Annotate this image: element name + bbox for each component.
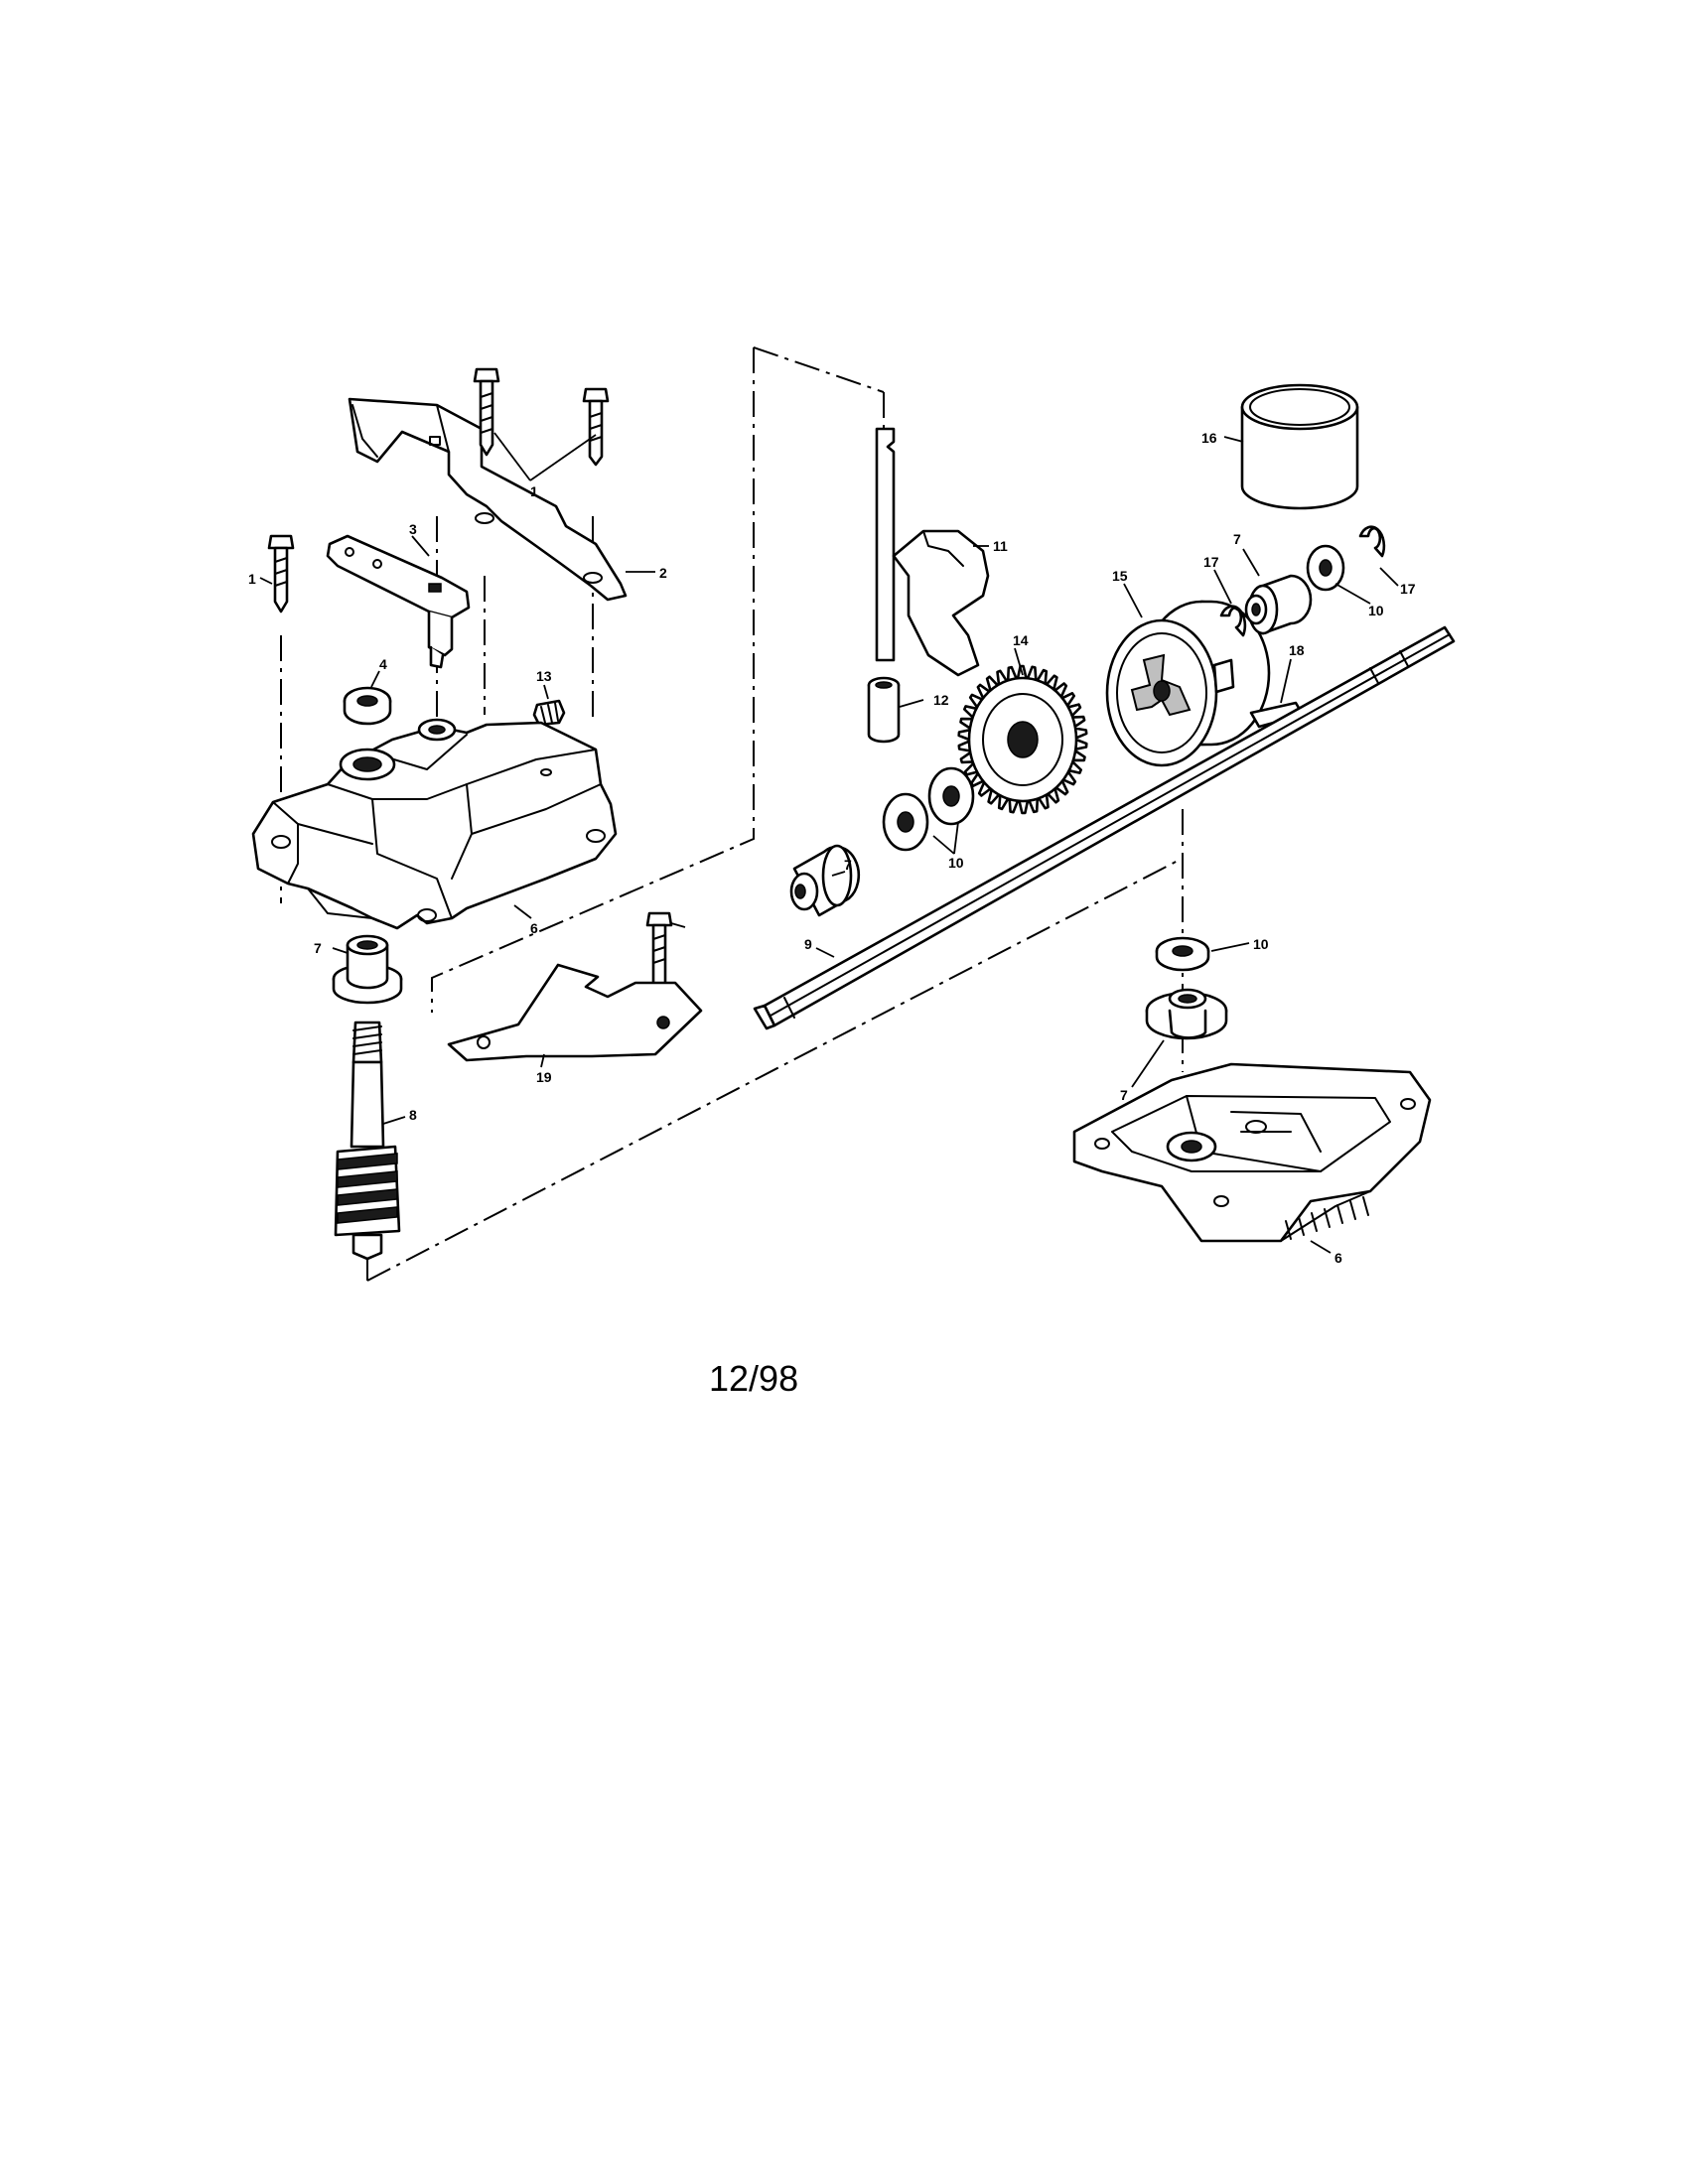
- gasket-part-19: [447, 963, 703, 1062]
- shift-fork-part-11: [875, 427, 990, 677]
- washer-part-4: [343, 686, 392, 726]
- callout-4: 4: [379, 656, 387, 672]
- gear-part-14: [957, 664, 1088, 815]
- bolt-part-1-a: [473, 367, 500, 457]
- upper-gear-case-part-6: [251, 718, 618, 930]
- callout-2: 2: [659, 565, 667, 581]
- leader-lines: [259, 432, 1399, 1254]
- callout-1-a: 1: [530, 483, 538, 499]
- washer-part-10-c: [927, 766, 975, 826]
- callout-3: 3: [409, 521, 417, 537]
- lever-part-3: [326, 534, 471, 669]
- callout-10-a: 10: [1368, 603, 1384, 618]
- bolt-part-1-d: [645, 911, 673, 993]
- washer-part-10-b: [882, 792, 929, 852]
- bolt-part-1-c: [267, 534, 295, 614]
- callout-19: 19: [536, 1069, 552, 1085]
- callout-labels: 1 2 3 1 4 13 6 7 8 19 9 11 12 14 15 17 7…: [248, 430, 1416, 1266]
- worm-shaft-part-8: [334, 1021, 401, 1261]
- callout-6-b: 6: [1334, 1250, 1342, 1266]
- revision-date: 12/98: [709, 1358, 799, 1399]
- callout-13: 13: [536, 668, 552, 684]
- pin-part-12: [867, 676, 901, 744]
- callout-6-a: 6: [530, 920, 538, 936]
- retaining-ring-part-17-b: [1358, 525, 1386, 558]
- bushing-part-7-b: [1244, 574, 1313, 635]
- shaft-part-9: [753, 625, 1456, 1030]
- callout-7-b: 7: [1233, 531, 1241, 547]
- callout-7-c: 7: [844, 857, 852, 873]
- sleeve-part-16: [1240, 383, 1359, 510]
- callout-8: 8: [409, 1107, 417, 1123]
- callout-14: 14: [1013, 632, 1029, 648]
- callout-9: 9: [804, 936, 812, 952]
- callout-17-b: 17: [1400, 581, 1416, 597]
- lower-gear-case-part-6: [1072, 1062, 1432, 1243]
- retaining-ring-part-17-a: [1219, 605, 1247, 637]
- callout-17-a: 17: [1203, 554, 1219, 570]
- callout-18: 18: [1289, 642, 1305, 658]
- callout-7-a: 7: [314, 940, 322, 956]
- callout-12: 12: [933, 692, 949, 708]
- washer-part-10-d: [1155, 936, 1210, 972]
- plug-part-13: [532, 699, 566, 727]
- washer-part-10-a: [1306, 544, 1345, 592]
- callout-1-c: 1: [248, 571, 256, 587]
- callout-16: 16: [1201, 430, 1217, 446]
- callout-7-d: 7: [1120, 1087, 1128, 1103]
- bracket-part-2: [348, 397, 628, 602]
- clutch-drum-part-15: [1105, 600, 1271, 767]
- bolt-part-1-b: [582, 387, 610, 467]
- callout-11: 11: [993, 538, 1008, 554]
- callout-15: 15: [1112, 568, 1128, 584]
- callout-10-c: 10: [1253, 936, 1269, 952]
- callout-10-b: 10: [948, 855, 964, 871]
- bushing-part-7-a: [332, 934, 403, 1005]
- bushing-part-7-c: [789, 844, 861, 917]
- bushing-part-7-d: [1145, 988, 1228, 1040]
